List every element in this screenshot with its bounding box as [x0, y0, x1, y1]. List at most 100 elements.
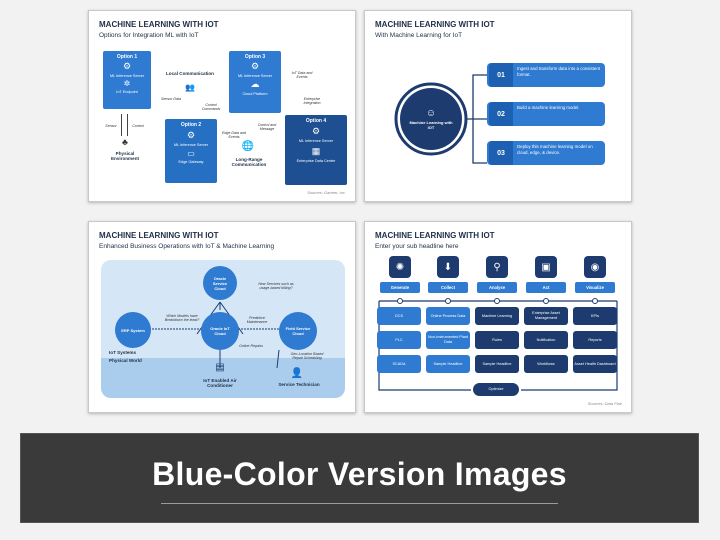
stage-collect: Collect — [428, 282, 468, 293]
erp-system-node: ERP System — [115, 312, 151, 348]
field-service-cloud-node: Field Service Cloud — [279, 312, 317, 350]
router-icon: ▭ — [187, 149, 195, 158]
chip-icon: ⚙ — [186, 130, 196, 140]
step-number: 02 — [489, 102, 513, 126]
slide-thumbnail-4[interactable]: MACHINE LEARNING WITH IOT Enter your sub… — [364, 221, 632, 413]
step-number: 03 — [489, 141, 513, 165]
slide-subtitle: With Machine Learning for IoT — [375, 32, 463, 39]
grid-cell: Workflows — [524, 355, 568, 373]
service-technician-label: Service Technician — [278, 382, 320, 387]
optimize-pill: Optimize — [473, 383, 519, 396]
slide-thumbnail-1[interactable]: MACHINE LEARNING WITH IOT Options for In… — [88, 10, 356, 202]
grid-cell: Asset Health Dashboard — [573, 355, 617, 373]
collect-icon: ⬇ — [437, 256, 459, 278]
physical-world-band — [101, 358, 345, 398]
node-label: Field Service Cloud — [285, 326, 311, 336]
grid-cell: PLC — [377, 331, 421, 349]
option-line: Edge Gateway — [178, 160, 204, 164]
slide-title: MACHINE LEARNING WITH IOT — [99, 20, 219, 29]
node-label: Oracle IoT Cloud — [210, 326, 230, 336]
sensor-label: Sensor — [105, 124, 117, 128]
grid-cell: DCS — [377, 307, 421, 325]
grid-cell: Non-Instrumented Plant Data — [426, 331, 470, 349]
slide-title: MACHINE LEARNING WITH IOT — [375, 231, 495, 240]
option-1-box: Option 1 ⚙ ML Inference Server ✲ IoT End… — [103, 51, 151, 109]
tree-icon: ♣ — [122, 137, 128, 147]
option-title: Option 3 — [244, 54, 266, 60]
enterprise-integration-label: Enterprise Integration — [303, 97, 321, 105]
grid-cell: SCADA — [377, 355, 421, 373]
predictive-maintenance-label: Predictive Maintenance — [246, 316, 268, 324]
grid-cell: Enterprise Asset Management — [524, 307, 568, 325]
geo-location-label: Geo-Location Based Repair Scheduling — [290, 352, 324, 360]
question-new-services-label: New Services such as usage-based billing… — [258, 282, 294, 290]
stage-analyse: Analyse — [477, 282, 517, 293]
step-text: Deploy this machine learning model on cl… — [517, 144, 593, 155]
option-3-box: Option 3 ⚙ ML Inference Server ☁ Cloud P… — [229, 51, 281, 113]
step-text: Ingest and transform data into a consist… — [517, 66, 600, 77]
iot-systems-label: IoT Systems — [109, 350, 137, 355]
physical-environment-label: Physical Environment — [110, 151, 140, 161]
center-label: Machine Learning with IOT — [409, 120, 453, 131]
stage-visualize: Visualize — [575, 282, 615, 293]
slide-subtitle: Enter your sub headline here — [375, 243, 459, 250]
banner-title: Blue-Color Version Images — [152, 456, 567, 492]
endpoint-icon: ✲ — [123, 79, 131, 88]
grid-cell: Machine Learning — [475, 307, 519, 325]
arrow-line — [127, 114, 128, 136]
edge-data-events-label: Edge Data and Events — [222, 131, 246, 139]
banner-divider — [161, 503, 558, 504]
option-2-box: Option 2 ⚙ ML Inference Server ▭ Edge Ga… — [165, 119, 217, 183]
iot-data-events-label: IoT Data and Events — [291, 71, 313, 79]
step-number: 01 — [489, 63, 513, 87]
technician-icon: 👤 — [290, 368, 304, 379]
option-line: ML Inference Server — [298, 139, 334, 143]
sensor-data-label: Sensor Data — [161, 97, 181, 101]
analyse-icon: ⚲ — [486, 256, 508, 278]
grid-cell: Notification — [524, 331, 568, 349]
grid-cell: Rules — [475, 331, 519, 349]
banner: Blue-Color Version Images — [20, 433, 699, 523]
online-repairs-label: Online Repairs — [239, 344, 263, 348]
option-title: Option 2 — [180, 122, 202, 128]
option-line: Enterprise Data Center — [296, 159, 336, 163]
center-circle: ☺ Machine Learning with IOT — [400, 88, 462, 150]
cloud-icon: ☁ — [250, 79, 260, 89]
people-icon: 👥 — [185, 83, 195, 92]
option-4-box: Option 4 ⚙ ML Inference Server ▦ Enterpr… — [285, 115, 347, 185]
option-line: IoT Endpoint — [116, 90, 138, 94]
air-conditioner-icon: ▤ — [215, 362, 225, 373]
building-icon: ▦ — [311, 146, 321, 156]
network-globe-icon: 🌐 — [241, 141, 255, 152]
grid-cell: Online Process Data — [426, 307, 470, 325]
option-line: ML Inference Server — [109, 74, 145, 78]
grid-cell: Reports — [573, 331, 617, 349]
source-note: Sources: Gartner, Inc. — [307, 190, 346, 195]
source-note: Sources: Data Flair — [587, 401, 622, 406]
option-line: Cloud Platform — [242, 92, 268, 96]
node-label: Oracle Service Cloud — [212, 275, 228, 291]
option-line: ML Inference Server — [173, 143, 209, 147]
chip-icon: ⚙ — [250, 61, 260, 71]
slide-title: MACHINE LEARNING WITH IOT — [99, 231, 219, 240]
question-models-label: Which Models have Breakdown the least? — [164, 314, 200, 322]
slide-subtitle: Enhanced Business Operations with IoT & … — [99, 243, 275, 250]
grid-cell: Sample Headline — [475, 355, 519, 373]
slide-subtitle: Options for Integration ML with IoT — [99, 32, 199, 39]
visualize-icon: ◉ — [584, 256, 606, 278]
control-message-label: Control and Message — [257, 123, 277, 131]
physical-world-label: Physical World — [109, 358, 142, 363]
flow-line — [378, 298, 618, 391]
option-line: ML Inference Server — [237, 74, 273, 78]
stage-generate: Generate — [380, 282, 420, 293]
arrow-line — [121, 114, 122, 136]
generate-icon: ✺ — [389, 256, 411, 278]
air-conditioner-label: IoT Enabled Air Conditioner — [203, 378, 237, 388]
grid-cell: Sample Headline — [426, 355, 470, 373]
long-range-communication-label: Long-Range Communication — [231, 157, 267, 167]
stage-act: Act — [526, 282, 566, 293]
slide-thumbnail-2[interactable]: MACHINE LEARNING WITH IOT With Machine L… — [364, 10, 632, 202]
chip-icon: ⚙ — [311, 126, 321, 136]
slide-thumbnail-3[interactable]: MACHINE LEARNING WITH IOT Enhanced Busin… — [88, 221, 356, 413]
control-label: Control — [132, 124, 144, 128]
